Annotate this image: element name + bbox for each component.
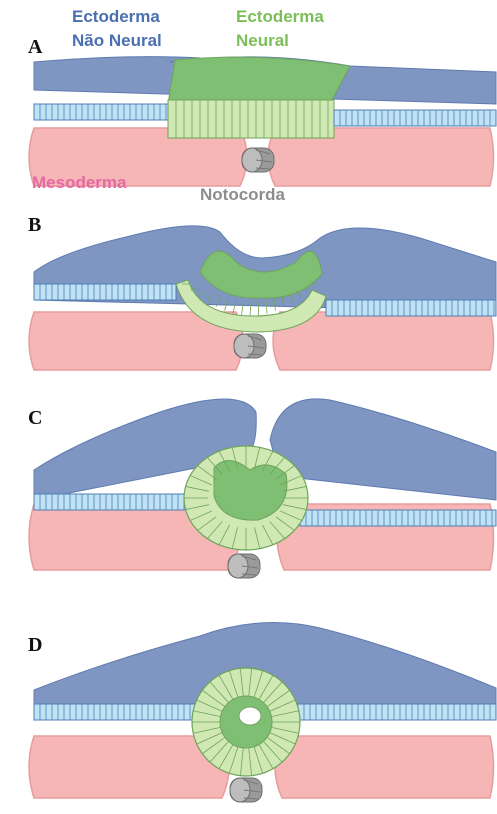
panel-letter-b: B (28, 214, 41, 237)
neural-tube-lumen-d (239, 707, 261, 725)
label-mesoderm: Mesoderma (32, 172, 126, 194)
panel-letter-d: D (28, 634, 42, 657)
label-neural-ectoderm-line1: Ectoderma (236, 6, 324, 28)
non-neural-cells-left-c (34, 494, 186, 510)
neural-cells-a (168, 100, 334, 138)
panel-letter-c: C (28, 407, 42, 430)
neural-groove-lumen-c (214, 460, 287, 520)
neural-plate-top-a (168, 57, 350, 104)
non-neural-cells-right-b (326, 300, 496, 316)
mesoderm-d-right (275, 736, 494, 798)
non-neural-cells-right-c (300, 510, 496, 526)
label-non-neural-ectoderm-line2: Não Neural (72, 30, 162, 52)
non-neural-cells-left-b (34, 284, 176, 300)
label-neural-ectoderm-line2: Neural (236, 30, 289, 52)
label-non-neural-ectoderm-line1: Ectoderma (72, 6, 160, 28)
label-notochord: Notocorda (200, 184, 285, 206)
panel-letter-a: A (28, 36, 42, 59)
